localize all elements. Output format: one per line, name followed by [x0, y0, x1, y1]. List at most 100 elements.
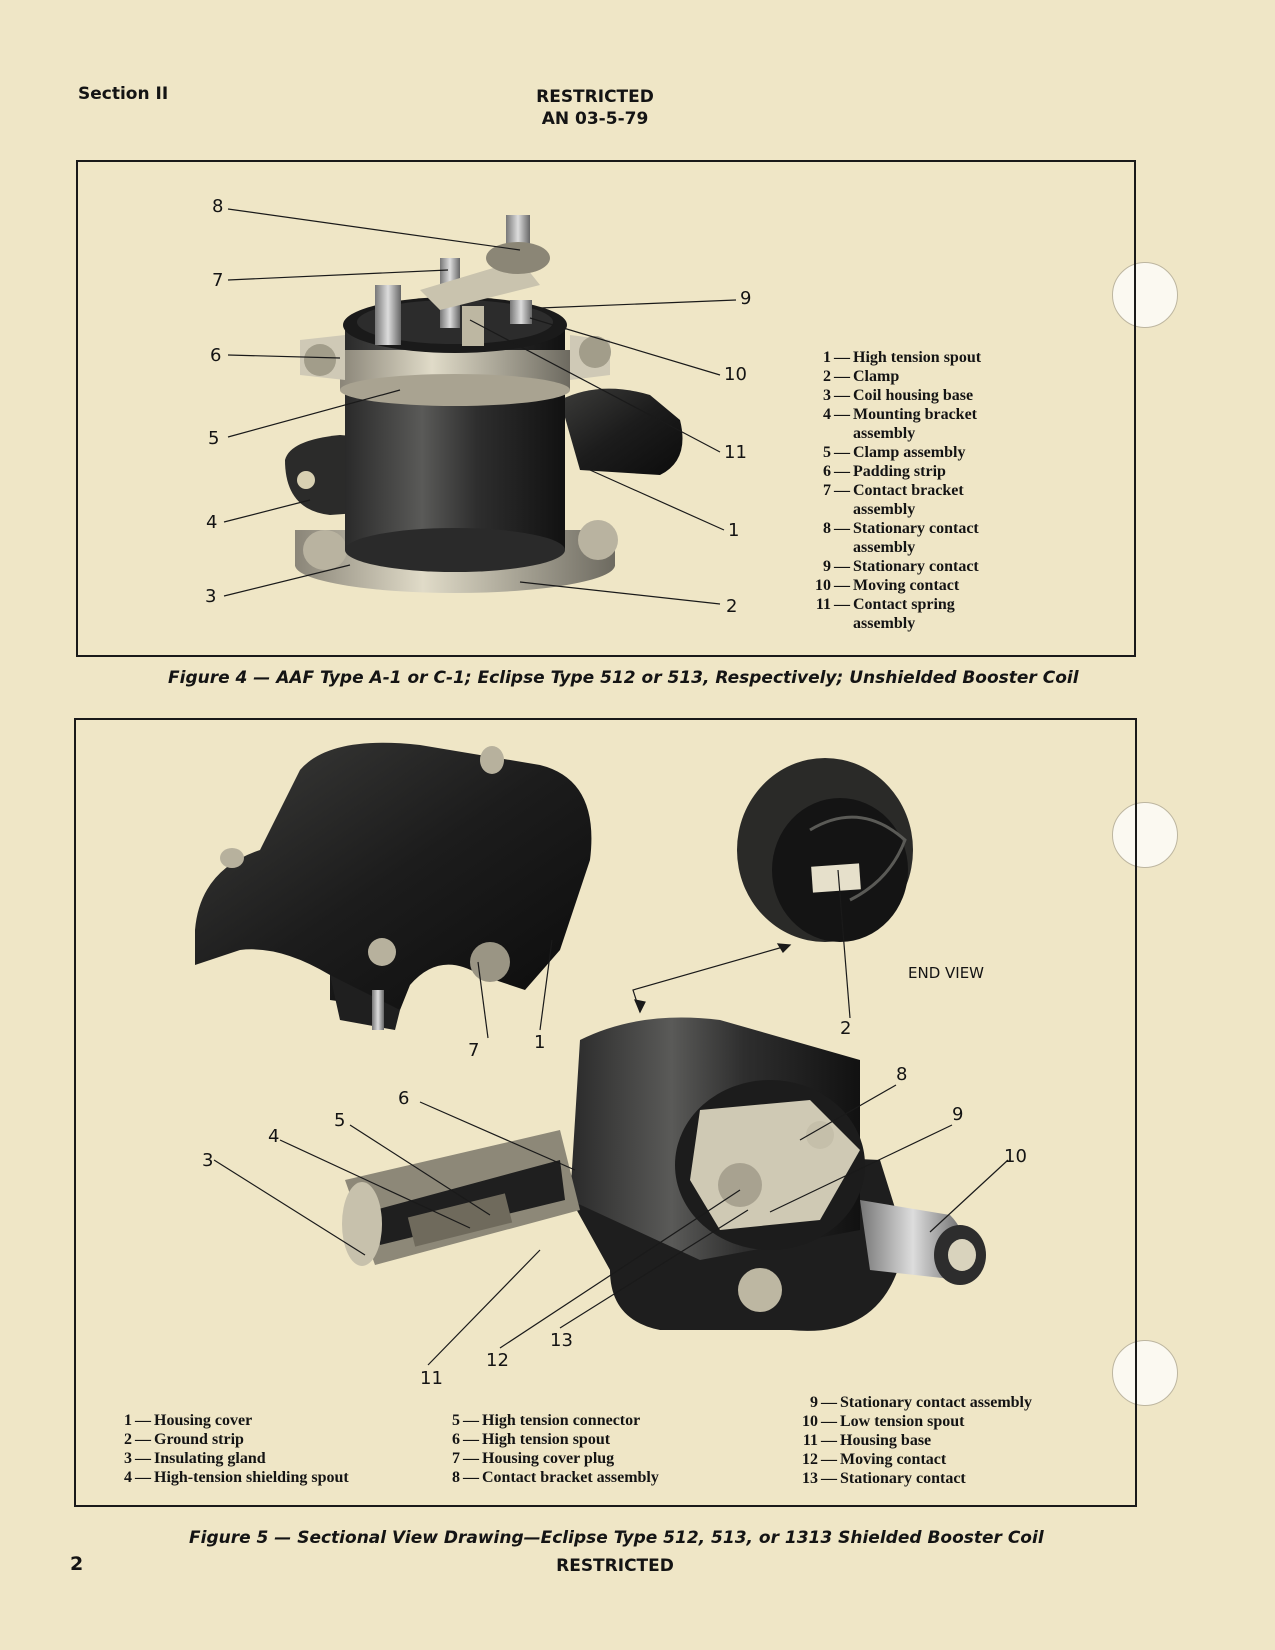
legend-text: Housing base [840, 1432, 932, 1449]
figure-5-legend-col1: 1—Housing cover 2—Ground strip 3—Insulat… [110, 1411, 414, 1487]
figure-4-leader-lines [223, 208, 737, 605]
legend-dash: — [834, 558, 850, 575]
fig5-callout-12: 12 [486, 1350, 509, 1371]
legend-item: 9—Stationary contact assembly [780, 1393, 1100, 1412]
legend-item: 1—Housing cover [110, 1411, 414, 1430]
fig4-callout-6: 6 [210, 345, 222, 366]
legend-dash: — [463, 1431, 479, 1448]
legend-text: Ground strip [154, 1431, 244, 1448]
page-header: RESTRICTED AN 03-5-79 [490, 86, 700, 130]
legend-item: 11—Housing base [780, 1431, 1100, 1450]
legend-item: 7—Contact bracket assembly [793, 481, 1043, 519]
legend-num: 3 [823, 387, 831, 404]
page-number: 2 [70, 1553, 84, 1575]
fig5-callout-11: 11 [420, 1368, 443, 1389]
legend-text: Stationary contact [853, 558, 979, 575]
legend-text: Mounting bracket assembly [853, 406, 977, 442]
legend-text: Stationary contact assembly [840, 1394, 1032, 1411]
legend-num: 4 [823, 406, 831, 423]
legend-num: 8 [452, 1469, 460, 1486]
legend-num: 11 [815, 596, 831, 613]
legend-num: 12 [802, 1451, 818, 1468]
fig4-callout-4: 4 [206, 512, 218, 533]
legend-num: 2 [124, 1431, 132, 1448]
fig4-callout-10: 10 [724, 364, 747, 385]
legend-item: 4—High-tension shielding spout [110, 1468, 414, 1487]
legend-num: 5 [452, 1412, 460, 1429]
legend-num: 10 [815, 577, 831, 594]
legend-item: 12—Moving contact [780, 1450, 1100, 1469]
figure-5-leader-lines [213, 869, 1009, 1366]
fig4-callout-9: 9 [740, 288, 752, 309]
fig5-callout-9: 9 [952, 1104, 964, 1125]
legend-num: 4 [124, 1469, 132, 1486]
legend-num: 2 [823, 368, 831, 385]
legend-text: Moving contact [840, 1451, 947, 1468]
legend-text: High tension spout [482, 1431, 611, 1448]
legend-text: Housing cover [154, 1412, 253, 1429]
legend-item: 8—Contact bracket assembly [438, 1468, 742, 1487]
legend-item: 5—High tension connector [438, 1411, 742, 1430]
legend-dash: — [834, 368, 850, 385]
fig4-callout-1: 1 [728, 520, 740, 541]
figure-5-legend-col3: 9—Stationary contact assembly 10—Low ten… [780, 1393, 1100, 1488]
legend-text: Clamp assembly [853, 444, 966, 461]
figure-5-end-view-illustration [737, 758, 913, 942]
fig5-callout-6: 6 [398, 1088, 410, 1109]
legend-num: 9 [823, 558, 831, 575]
legend-num: 9 [810, 1394, 818, 1411]
section-label: Section II [78, 84, 169, 104]
legend-text: Stationary contact assembly [853, 520, 979, 556]
legend-dash: — [821, 1394, 837, 1411]
fig5-callout-1: 1 [534, 1032, 546, 1053]
legend-num: 13 [802, 1470, 818, 1487]
legend-dash: — [135, 1469, 151, 1486]
legend-text: Insulating gland [154, 1450, 266, 1467]
legend-dash: — [834, 577, 850, 594]
legend-dash: — [135, 1450, 151, 1467]
legend-text: Low tension spout [840, 1413, 965, 1430]
legend-text: Padding strip [853, 463, 946, 480]
fig4-callout-11: 11 [724, 442, 747, 463]
legend-dash: — [463, 1450, 479, 1467]
fig5-callout-3: 3 [202, 1150, 214, 1171]
legend-text: Clamp [853, 368, 900, 385]
legend-text: Contact bracket assembly [482, 1469, 659, 1486]
legend-item: 7—Housing cover plug [438, 1449, 742, 1468]
figure-4-caption: Figure 4 — AAF Type A-1 or C-1; Eclipse … [168, 668, 1079, 688]
legend-dash: — [821, 1432, 837, 1449]
legend-item: 6—High tension spout [438, 1430, 742, 1449]
fig5-callout-5: 5 [334, 1110, 346, 1131]
legend-dash: — [463, 1469, 479, 1486]
legend-dash: — [821, 1470, 837, 1487]
legend-item: 11—Contact spring assembly [793, 595, 1043, 633]
legend-dash: — [821, 1451, 837, 1468]
legend-item: 6—Padding strip [793, 462, 1043, 481]
legend-num: 8 [823, 520, 831, 537]
legend-dash: — [821, 1413, 837, 1430]
legend-dash: — [834, 463, 850, 480]
legend-item: 3—Coil housing base [793, 386, 1043, 405]
fig5-callout-7: 7 [468, 1040, 480, 1061]
legend-dash: — [834, 349, 850, 366]
fig5-callout-10: 10 [1004, 1146, 1027, 1167]
legend-num: 3 [124, 1450, 132, 1467]
fig4-callout-3: 3 [205, 586, 217, 607]
figure-4-frame [76, 160, 1136, 657]
legend-num: 1 [124, 1412, 132, 1429]
legend-num: 7 [823, 482, 831, 499]
legend-item: 9—Stationary contact [793, 557, 1043, 576]
legend-dash: — [834, 596, 850, 613]
legend-dash: — [463, 1412, 479, 1429]
legend-text: Stationary contact [840, 1470, 966, 1487]
figure-5-sectional-coil-illustration [342, 1017, 986, 1331]
binder-hole-middle [1112, 802, 1178, 868]
legend-dash: — [834, 387, 850, 404]
fig4-callout-7: 7 [212, 270, 224, 291]
document-number: AN 03-5-79 [541, 109, 649, 129]
figure-4-coil-illustration [285, 215, 683, 593]
binder-hole-bottom [1112, 1340, 1178, 1406]
fig5-callout-8: 8 [896, 1064, 908, 1085]
